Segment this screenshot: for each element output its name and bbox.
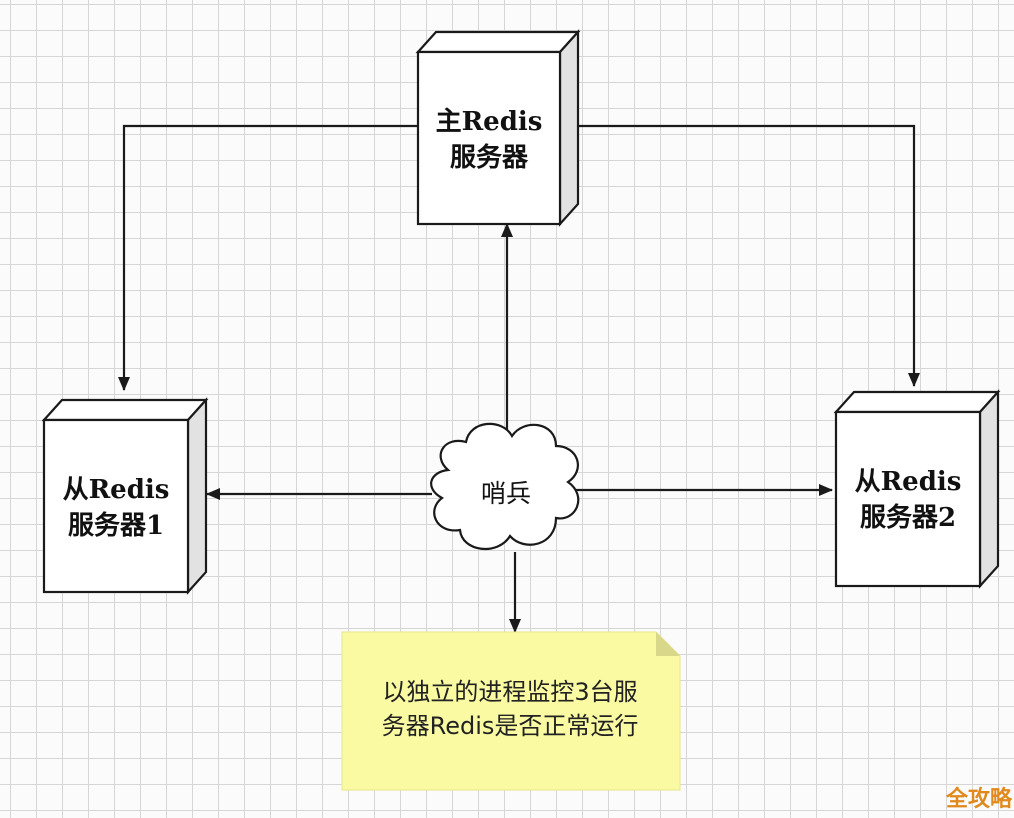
slave1-server-subtitle: 服务器1 [68, 511, 164, 541]
master-server-node: 主Redis 服务器 [415, 29, 581, 227]
note-line-2: 务器Redis是否正常运行 [382, 712, 639, 740]
sentinel-cloud-shape [430, 422, 580, 550]
sentinel-label: 哨兵 [481, 479, 531, 508]
note-shape [341, 631, 681, 791]
arrow-master-to-slave1 [118, 124, 418, 391]
connectors [118, 124, 920, 633]
slave2-server-subtitle: 服务器2 [860, 503, 956, 533]
note-fold [656, 632, 680, 656]
slave1-server-node: 从Redis 服务器1 [41, 397, 209, 595]
arrow-master-to-slave2 [578, 124, 920, 387]
sentinel-node: 哨兵 [430, 422, 580, 550]
watermark: 全攻略 [945, 786, 1013, 812]
slave2-server-title: 从Redis [855, 467, 962, 497]
slave1-server-title: 从Redis [63, 475, 170, 505]
master-server-subtitle: 服务器 [450, 143, 529, 173]
note-line-1: 以独立的进程监控3台服 [382, 678, 637, 706]
sentinel-note: 以独立的进程监控3台服 务器Redis是否正常运行 [341, 631, 681, 791]
master-server-title: 主Redis [436, 107, 543, 137]
slave2-server-node: 从Redis 服务器2 [833, 389, 1001, 589]
